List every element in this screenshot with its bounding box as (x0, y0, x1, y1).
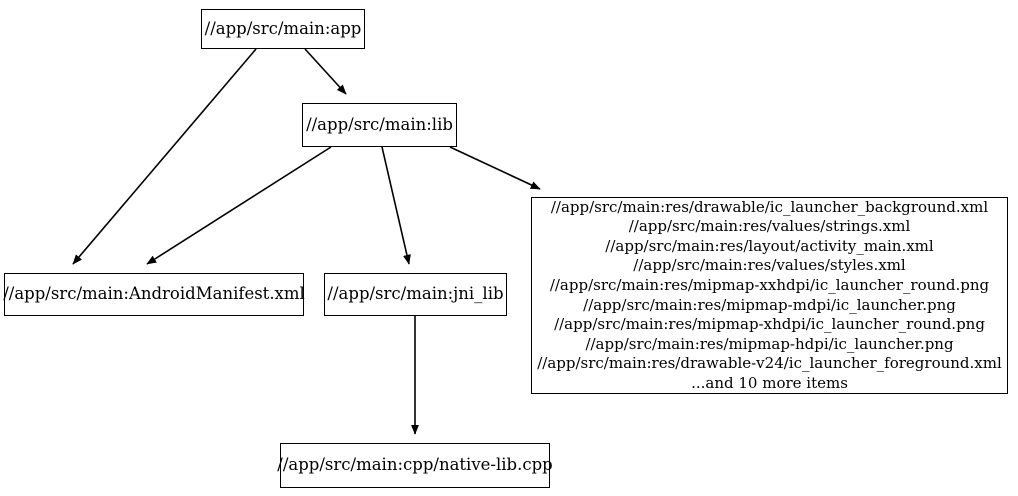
edge-app-to-manifest (72, 48, 257, 265)
edge-lib-to-res (449, 146, 541, 190)
graph-node-res-group-label: //app/src/main:res/drawable/ic_launcher_… (537, 197, 1002, 392)
graph-node-native-lib-cpp-label: //app/src/main:cpp/native-lib.cpp (277, 455, 553, 475)
graph-node-jni-lib[interactable]: //app/src/main:jni_lib (324, 273, 507, 316)
edge-lib-to-manifest (146, 146, 332, 265)
edge-lib-to-jni-lib (381, 146, 411, 265)
graph-node-lib[interactable]: //app/src/main:lib (302, 103, 457, 147)
graph-node-native-lib-cpp[interactable]: //app/src/main:cpp/native-lib.cpp (277, 443, 553, 488)
edge-app-to-lib (304, 48, 347, 95)
graph-node-android-manifest-label: //app/src/main:AndroidManifest.xml (3, 284, 305, 304)
graph-node-res-group[interactable]: //app/src/main:res/drawable/ic_launcher_… (531, 197, 1008, 394)
graph-node-jni-lib-label: //app/src/main:jni_lib (327, 284, 504, 304)
graph-node-android-manifest[interactable]: //app/src/main:AndroidManifest.xml (3, 273, 305, 316)
graph-node-lib-label: //app/src/main:lib (306, 114, 453, 134)
graph-node-app[interactable]: //app/src/main:app (201, 9, 365, 49)
graph-node-app-label: //app/src/main:app (204, 18, 362, 38)
